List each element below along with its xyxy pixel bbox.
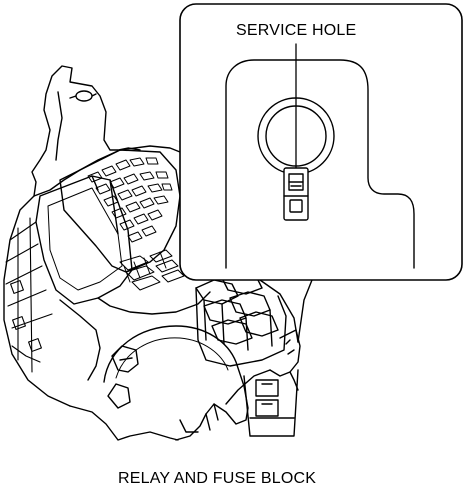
lower-fuse-strip	[119, 249, 185, 291]
wire-detail	[179, 403, 219, 433]
relay-fuse-block-label: RELAY AND FUSE BLOCK	[118, 470, 317, 487]
fuse-grid	[87, 157, 173, 243]
connector-block	[225, 329, 301, 437]
detail-frame	[179, 3, 463, 281]
relay-cluster	[195, 271, 287, 367]
mounting-bracket	[31, 65, 141, 197]
service-switch	[283, 167, 309, 221]
detail-view	[179, 3, 463, 281]
callout-leader	[259, 279, 313, 343]
service-hole-label: SERVICE HOLE	[236, 22, 357, 39]
housing-side-ribs	[5, 217, 53, 373]
housing-outline	[3, 145, 181, 407]
cover-box	[35, 175, 133, 305]
fuse-panel-top	[59, 149, 181, 273]
bracket-bolt	[75, 90, 93, 102]
column-cutout	[103, 325, 249, 425]
detail-panel-contour	[225, 59, 415, 269]
relay-fuse-block-drawing	[3, 65, 301, 441]
harness-clip	[111, 345, 139, 373]
housing-lower-body	[59, 291, 211, 441]
